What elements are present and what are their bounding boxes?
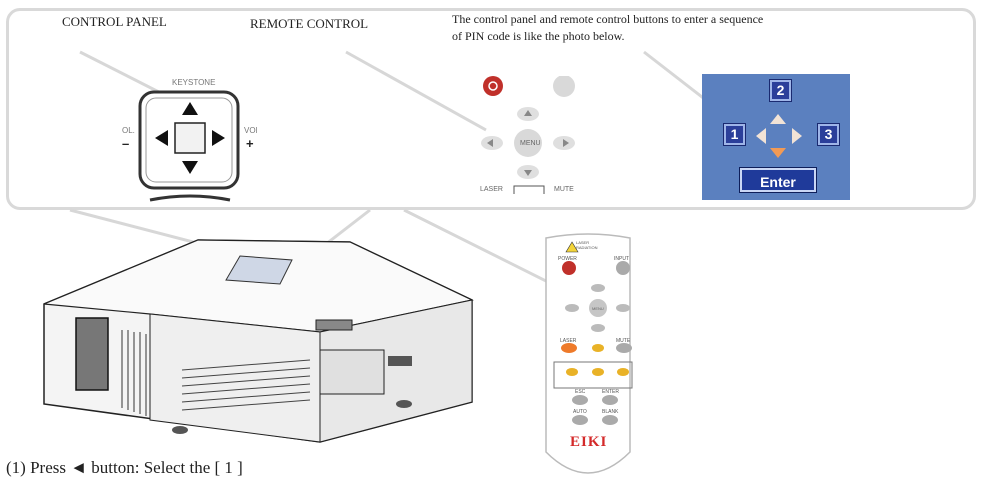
remote-aux-left-button[interactable] [566, 368, 578, 376]
pin-arrows [756, 114, 802, 158]
remote-control-full: LASER RADIATION POWER INPUT MENU LASER M… [540, 232, 636, 482]
projector-foot-left [172, 426, 188, 434]
remote-power-button[interactable] [562, 261, 576, 275]
power-icon [488, 81, 498, 91]
remote-right-button[interactable] [616, 304, 630, 312]
remote-input-button[interactable] [616, 261, 630, 275]
projector-illustration [43, 239, 474, 443]
pin-key-3[interactable]: 3 [817, 123, 840, 146]
description-line-1: The control panel and remote control but… [452, 12, 764, 26]
remote-laser-button[interactable] [561, 343, 577, 353]
keystone-label: KEYSTONE [172, 78, 216, 87]
control-panel-buttons [138, 90, 240, 202]
remote-input-label: INPUT [614, 256, 629, 262]
remote-aux-down-button[interactable] [592, 368, 604, 376]
volume-right-label: VOl [244, 126, 258, 135]
projector-control-pad [225, 255, 293, 285]
pin-up-arrow-icon [770, 114, 786, 124]
side-vent-grille [181, 359, 311, 411]
volume-plus-label: + [246, 136, 254, 151]
laser-label: LASER [480, 186, 503, 193]
remote-menu-button[interactable] [589, 299, 607, 317]
projector-foot-right [396, 400, 412, 408]
front-vent-grille [121, 330, 147, 416]
pin-left-arrow-icon [756, 128, 766, 144]
pin-enter-button[interactable]: Enter [739, 167, 817, 193]
remote-control-label: REMOTE CONTROL [250, 16, 369, 31]
control-panel-lower-edge [149, 194, 231, 202]
control-panel-closeup: KEYSTONE OL. – VOl + [112, 68, 282, 206]
remote-aux-right-button[interactable] [617, 368, 629, 376]
projector-side [319, 299, 473, 443]
pointer-remote-control [345, 50, 487, 132]
remote-keystone-group [553, 361, 633, 389]
remote-blank-label: BLANK [602, 409, 619, 415]
pin-key-2[interactable]: 2 [769, 79, 792, 102]
right-arrow-icon[interactable] [212, 130, 225, 146]
remote-enter-button[interactable] [602, 395, 618, 405]
remote-auto-label: AUTO [573, 409, 587, 415]
power-button[interactable] [483, 76, 503, 96]
remote-left-button[interactable] [565, 304, 579, 312]
pin-right-arrow-icon [792, 128, 802, 144]
pin-down-arrow-icon [770, 148, 786, 158]
remote-up-button[interactable] [591, 284, 605, 292]
remote-closeup-buttons [481, 76, 575, 194]
center-button[interactable] [174, 122, 206, 154]
instruction-caption: (1) Press ◄ button: Select the [ 1 ] [6, 458, 243, 477]
up-arrow-icon [524, 110, 532, 116]
menu-label: MENU [520, 140, 541, 147]
callout-frame [6, 8, 976, 210]
volume-left-label: OL. [122, 126, 135, 135]
projector-focus-ring [315, 319, 353, 331]
callout-description: The control panel and remote control but… [452, 11, 763, 45]
projector-brand-plate [388, 356, 412, 366]
projector-front [149, 313, 321, 443]
down-arrow-icon [524, 170, 532, 176]
remote-body [545, 233, 631, 474]
right-arrow-icon [563, 139, 569, 147]
laser-warning-text: LASER RADIATION [576, 240, 598, 250]
remote-power-label: POWER [558, 256, 577, 262]
input-button[interactable] [553, 76, 575, 97]
remote-blank-button[interactable] [602, 415, 618, 425]
remote-esc-button[interactable] [572, 395, 588, 405]
remote-brand-logo: EIKI [570, 434, 608, 450]
description-line-2: of PIN code is like the photo below. [452, 29, 625, 43]
remote-closeup: MENU LASER MUTE [458, 76, 598, 200]
left-arrow-icon [487, 139, 493, 147]
pin-key-1[interactable]: 1 [723, 123, 746, 146]
up-arrow-icon[interactable] [182, 102, 198, 115]
projector-side-panel [319, 349, 385, 395]
volume-minus-label: – [122, 136, 130, 151]
projector-lens-grille [75, 317, 109, 391]
remote-body-svg [545, 233, 633, 474]
remote-down-button[interactable] [591, 324, 605, 332]
left-arrow-icon[interactable] [155, 130, 168, 146]
remote-mute-label: MUTE [616, 338, 631, 344]
remote-laser-label: LASER [560, 338, 577, 344]
laser-warning-icon [565, 241, 579, 253]
control-panel-inner-frame [145, 97, 233, 183]
remote-mute-button[interactable] [616, 343, 632, 353]
control-panel-label: CONTROL PANEL [62, 14, 167, 29]
menu-button[interactable] [514, 129, 542, 157]
remote-menu-label: MENU [592, 306, 604, 311]
laser-mute-bracket [513, 185, 545, 194]
remote-enter-label: ENTER [602, 389, 619, 395]
mute-label: MUTE [554, 186, 574, 193]
remote-aux-up-button[interactable] [592, 344, 604, 352]
down-arrow-icon[interactable] [182, 161, 198, 174]
remote-auto-button[interactable] [572, 415, 588, 425]
remote-esc-label: ESC [575, 389, 586, 395]
